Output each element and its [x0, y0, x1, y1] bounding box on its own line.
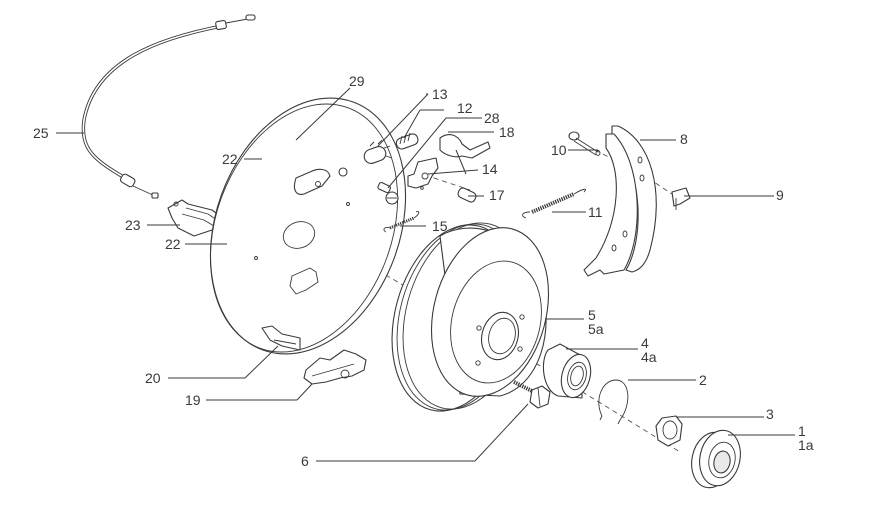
- part-25-handbrake-cable[interactable]: [81, 14, 256, 199]
- leader-lines: [56, 87, 795, 462]
- part-9-clip[interactable]: [671, 187, 691, 210]
- callout-5: 5: [588, 307, 596, 323]
- backing-plate: [209, 97, 407, 355]
- part-2-circlip[interactable]: [598, 379, 629, 425]
- part-5-brake-drum[interactable]: [372, 209, 566, 426]
- callout-22-upper: 22: [222, 151, 238, 167]
- callout-9: 9: [776, 187, 784, 203]
- callout-20: 20: [145, 370, 161, 386]
- part-8-brake-shoe[interactable]: [583, 125, 657, 277]
- callout-1: 1: [798, 423, 806, 439]
- part-12-adjuster-bolt[interactable]: [395, 132, 419, 151]
- part-18-lever[interactable]: [439, 134, 491, 159]
- callout-18: 18: [499, 124, 515, 140]
- callout-5a: 5a: [588, 321, 604, 337]
- callout-6: 6: [301, 453, 309, 469]
- callout-23: 23: [125, 217, 141, 233]
- part-3-hub-nut[interactable]: [655, 415, 683, 447]
- callout-1a: 1a: [798, 437, 814, 453]
- part-1-hub-cap[interactable]: [687, 426, 746, 491]
- callout-29: 29: [349, 73, 365, 89]
- callout-12: 12: [457, 100, 473, 116]
- callout-4: 4: [641, 335, 649, 351]
- callout-28: 28: [484, 110, 500, 126]
- callout-11: 11: [588, 204, 603, 220]
- callout-14: 14: [482, 161, 498, 177]
- part-17-pin[interactable]: [457, 187, 478, 204]
- part-14-bracket[interactable]: [407, 157, 439, 190]
- part-19-adjuster[interactable]: [303, 349, 367, 385]
- callout-17: 17: [489, 187, 505, 203]
- part-10-bolt[interactable]: [568, 131, 601, 156]
- part-15-spring-small[interactable]: [383, 211, 420, 233]
- callout-13: 13: [432, 86, 448, 102]
- callout-4a: 4a: [641, 349, 657, 365]
- callout-3: 3: [766, 406, 774, 422]
- callout-22-lower: 22: [165, 236, 181, 252]
- part-11-spring-large[interactable]: [522, 188, 586, 219]
- callout-2: 2: [699, 372, 707, 388]
- callout-10: 10: [551, 142, 567, 158]
- part-28-screw[interactable]: [377, 181, 399, 205]
- callout-25: 25: [33, 125, 49, 141]
- callout-19: 19: [185, 392, 201, 408]
- part-6-wheel-bolt[interactable]: [513, 380, 551, 409]
- part-13-adjuster-wheel[interactable]: [362, 139, 393, 165]
- callout-labels: 25 29 13 12 28 18 14 17 22 22 23 15 10 8…: [33, 73, 814, 469]
- callout-8: 8: [680, 131, 688, 147]
- part-20-shoe-guide[interactable]: [261, 325, 301, 351]
- callout-15: 15: [432, 218, 448, 234]
- part-4-bearing[interactable]: [542, 343, 595, 401]
